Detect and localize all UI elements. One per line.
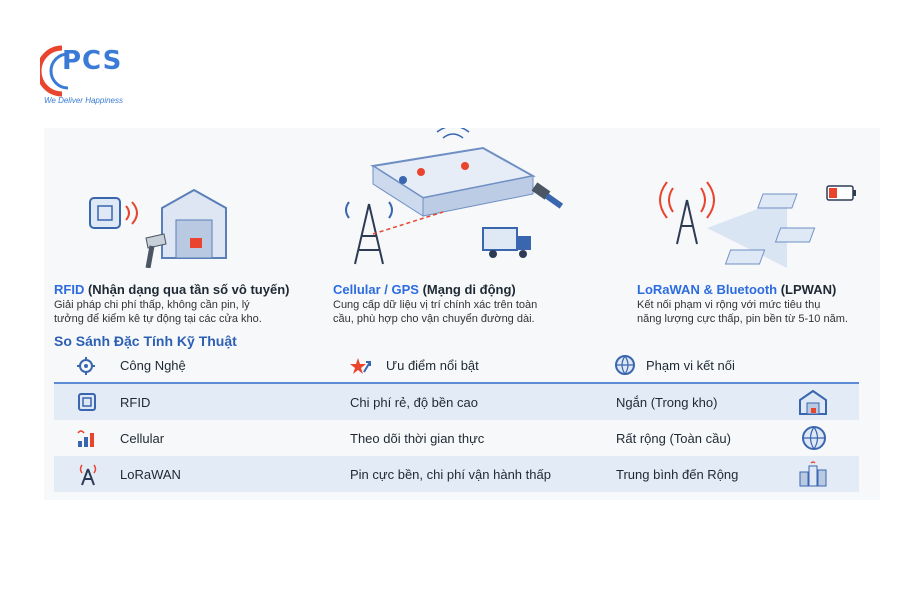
infographic-panel: RFID (Nhận dạng qua tần số vô tuyến) Giả… — [44, 128, 880, 500]
warehouse-icon — [799, 389, 827, 415]
table-header: Công Nghệ Ưu điểm nổi bật Phạm vi kết nố… — [54, 350, 859, 384]
cell-tech: Cellular — [120, 431, 165, 446]
cell-range: Rất rộng (Toàn cầu) — [616, 431, 731, 446]
cellular-title-highlight: Cellular / GPS — [333, 282, 419, 297]
header-advantage: Ưu điểm nổi bật — [386, 358, 479, 373]
cellular-desc-line: Cung cấp dữ liệu vị trí chính xác trên t… — [333, 299, 538, 311]
cell-advantage: Pin cực bền, chi phí vận hành thấp — [350, 467, 551, 482]
header-tech: Công Nghệ — [120, 358, 186, 373]
lorawan-title-rest: (LPWAN) — [777, 282, 837, 297]
signal-bars-icon — [77, 430, 94, 447]
tech-card-lorawan: LoRaWAN & Bluetooth (LPWAN) Kết nối phạm… — [637, 128, 877, 328]
gear-icon — [77, 357, 95, 375]
rfid-title: RFID (Nhận dạng qua tần số vô tuyến) — [54, 282, 289, 297]
brand-name: PCS — [62, 46, 123, 76]
star-trend-icon — [350, 358, 371, 374]
rfid-illustration — [89, 188, 227, 268]
cell-tech: RFID — [120, 395, 151, 410]
chip-icon — [78, 393, 96, 411]
table-row: Cellular Theo dõi thời gian thực Rất rộn… — [54, 420, 859, 456]
lorawan-desc-line: năng lượng cực thấp, pin bền từ 5-10 năm… — [637, 313, 848, 325]
globe-icon — [615, 355, 635, 375]
rfid-title-highlight: RFID — [54, 282, 85, 297]
cellular-description: Cung cấp dữ liệu vị trí chính xác trên t… — [333, 298, 537, 326]
lorawan-description: Kết nối phạm vi rộng với mức tiêu thụ nă… — [637, 298, 848, 326]
cell-advantage: Theo dõi thời gian thực — [350, 431, 485, 446]
lorawan-title: LoRaWAN & Bluetooth (LPWAN) — [637, 282, 836, 297]
tech-card-cellular: Cellular / GPS (Mạng di động) Cung cấp d… — [333, 128, 573, 328]
antenna-tower-icon — [79, 464, 97, 486]
cell-tech: LoRaWAN — [120, 467, 181, 482]
lorawan-illustration — [659, 181, 856, 268]
rfid-title-rest: (Nhận dạng qua tần số vô tuyến) — [84, 282, 290, 297]
city-buildings-icon — [799, 461, 827, 487]
cellular-title-rest: (Mạng di động) — [418, 282, 516, 297]
header-range: Phạm vi kết nối — [646, 358, 735, 373]
cellular-illustration — [345, 128, 564, 265]
rfid-desc-line: Giải pháp chi phí thấp, không cần pin, l… — [54, 299, 250, 311]
lorawan-title-highlight: LoRaWAN & Bluetooth — [637, 282, 778, 297]
pcs-logo — [36, 40, 160, 110]
cell-advantage: Chi phí rẻ, độ bền cao — [350, 395, 478, 410]
comparison-title: So Sánh Đặc Tính Kỹ Thuật — [54, 333, 237, 349]
cellular-desc-line: cầu, phù hợp cho vận chuyển đường dài. — [333, 313, 535, 325]
tech-card-rfid: RFID (Nhận dạng qua tần số vô tuyến) Giả… — [54, 128, 294, 328]
rfid-description: Giải pháp chi phí thấp, không cần pin, l… — [54, 298, 262, 326]
cellular-title: Cellular / GPS (Mạng di động) — [333, 282, 516, 297]
rfid-desc-line: tưởng để kiểm kê tự động tại các cửa kho… — [54, 313, 262, 325]
globe-icon — [802, 426, 826, 450]
table-row: LoRaWAN Pin cực bền, chi phí vận hành th… — [54, 456, 859, 492]
table-row: RFID Chi phí rẻ, độ bền cao Ngắn (Trong … — [54, 384, 859, 420]
cell-range: Ngắn (Trong kho) — [616, 395, 718, 410]
brand-tagline: We Deliver Happiness — [44, 96, 123, 105]
cell-range: Trung bình đến Rộng — [616, 467, 739, 482]
lorawan-desc-line: Kết nối phạm vi rộng với mức tiêu thụ — [637, 299, 821, 311]
